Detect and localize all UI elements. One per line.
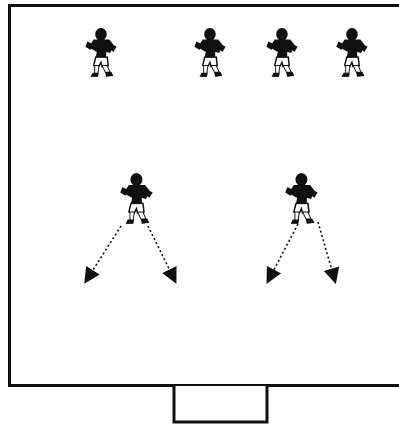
goal-box	[174, 386, 267, 422]
